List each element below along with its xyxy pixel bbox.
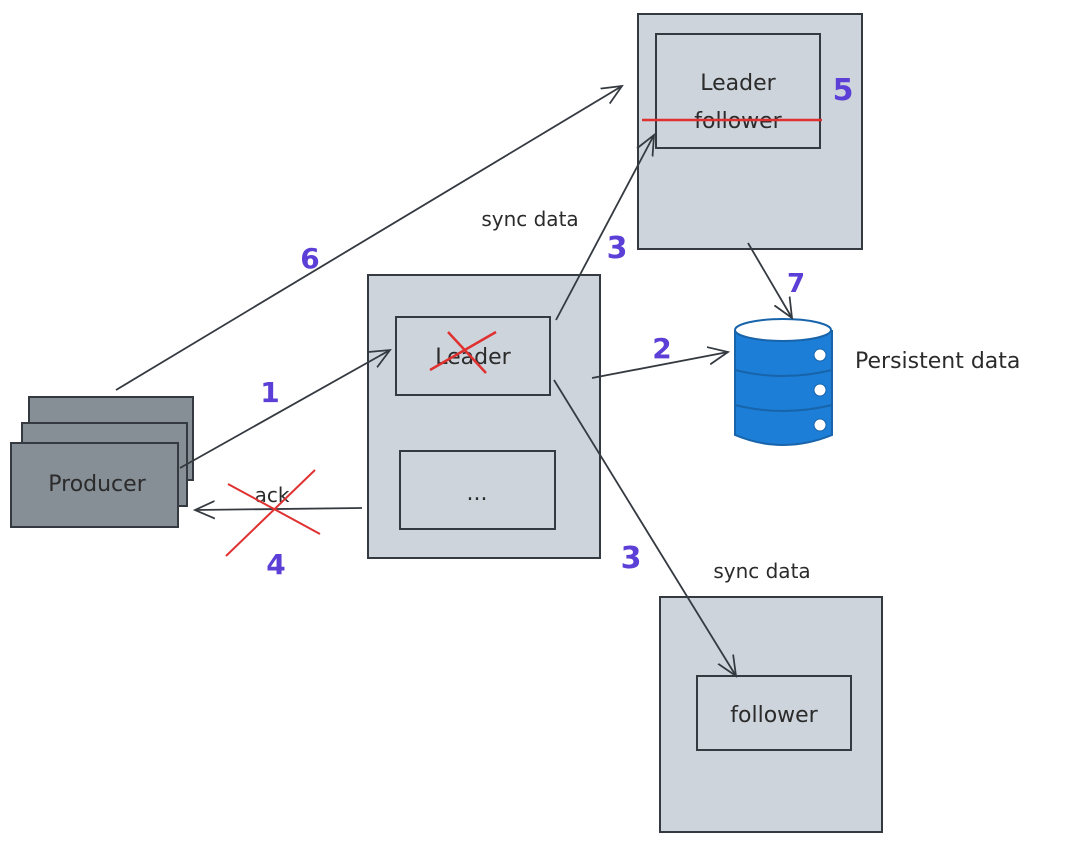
producer-box[interactable] [10,442,179,528]
edge-2-leader-to-database [591,352,728,379]
producer-label: Producer [48,472,146,497]
ack-strike-cross [225,469,321,557]
broker-top-partition[interactable] [655,33,821,149]
database-icon[interactable] [734,318,833,446]
step-5-label: 5 [833,73,854,108]
edge-4-ack-to-producer [195,508,363,510]
follower-label: follower [730,703,818,728]
producer-stack[interactable]: Producer [10,396,194,528]
other-partition-label: ... [467,481,488,506]
sync-data-label-bottom: sync data [713,559,810,583]
step-4-label: 4 [266,548,285,581]
follower-partition[interactable] [696,675,852,751]
database-label: Persistent data [855,349,1020,374]
edge-6-producer-to-top-leader [115,86,622,391]
leader-strike-cross [429,330,497,374]
edge-1-producer-to-leader [179,350,390,469]
step-6-label: 6 [300,242,319,275]
step-3-top-label: 3 [607,231,628,266]
broker-bottom[interactable]: follower [659,596,883,833]
edge-7-top-to-database [747,242,792,318]
leader-partition[interactable] [395,316,551,396]
leader-label: Leader [435,345,511,370]
edge-3-sync-to-top [555,135,654,321]
other-partition[interactable] [399,450,556,530]
ack-label: ack [255,483,290,507]
step-3-bottom-label: 3 [621,541,642,576]
step-1-label: 1 [260,376,279,409]
sync-data-label-top: sync data [481,207,578,231]
step-2-label: 2 [652,332,671,365]
edge-3-sync-to-bottom [553,379,736,676]
step-7-label: 7 [787,269,805,299]
broker-top-leader-label: Leader [700,71,776,96]
broker-top[interactable]: Leader follower 5 [637,13,863,250]
broker-middle[interactable]: Leader ... [367,274,601,559]
broker-top-follower-label: follower [694,109,782,134]
